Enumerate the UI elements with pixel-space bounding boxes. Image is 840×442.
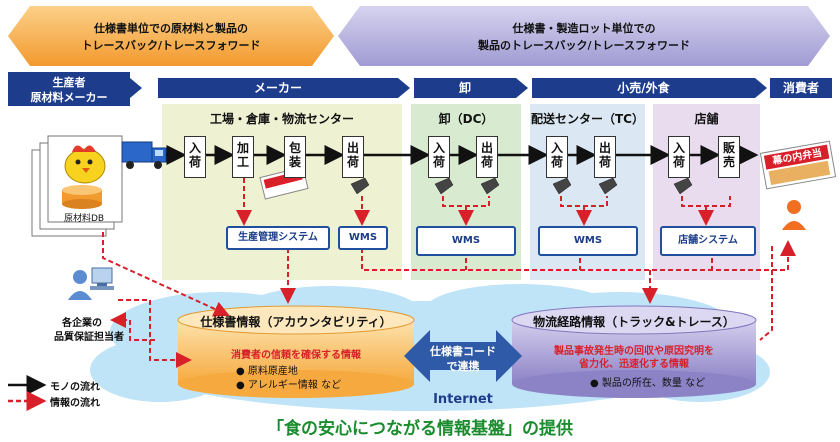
consumer-person-icon: [782, 200, 806, 230]
segment-arrow-retail: [755, 78, 767, 98]
raw-material-db-icon: [62, 185, 102, 209]
system-wms-tc: WMS: [538, 226, 638, 256]
step-store-receive: 入荷: [668, 136, 690, 178]
segment-maker: メーカー: [158, 78, 398, 98]
legend-info-text: 情報の流れ: [50, 398, 100, 409]
step-tc-ship: 出荷: [594, 136, 616, 178]
zone-store-label: 店舗: [694, 112, 719, 126]
legend-goods-text: モノの流れ: [50, 382, 100, 393]
step-store-sell: 販売: [718, 136, 740, 178]
segment-retail: 小売/外食: [532, 78, 755, 98]
right-db-subtitle-line1: 製品事故発生時の回収や原因究明を: [554, 346, 714, 357]
segment-producer-line1: 生産者: [52, 76, 86, 89]
link-label-line1: 仕様書コード: [430, 345, 496, 358]
system-store: 店舗システム: [660, 226, 756, 256]
chick-character-icon: [64, 145, 106, 184]
qa-person-icon: [68, 267, 114, 300]
raw-material-db-label: 原材料DB: [64, 214, 105, 224]
left-db-title: 仕様書情報（アカウンタビリティ）: [200, 315, 392, 329]
banner-left-line1: 仕様書単位での原材料と製品の: [94, 22, 248, 35]
link-label-line2: で連携: [446, 360, 480, 373]
system-production: 生産管理システム: [226, 226, 330, 250]
segment-wholesale: 卸: [414, 78, 516, 98]
link-double-arrow: [404, 330, 522, 382]
system-wms-factory: WMS: [338, 226, 388, 250]
system-wms-dc: WMS: [416, 226, 516, 256]
info-flow-arrows: [102, 178, 796, 368]
right-database: [511, 305, 757, 398]
left-db-bullet2: ● アレルギー情報 など: [236, 380, 342, 391]
left-db-bullet1: ● 原料原産地: [236, 366, 298, 377]
step-factory-ship: 出荷: [342, 136, 364, 178]
banner-right-line1: 仕様書・製造ロット単位での: [512, 22, 656, 35]
step-dc-receive: 入荷: [428, 136, 450, 178]
step-factory-package: 包装: [284, 136, 306, 178]
left-database: [177, 305, 415, 398]
qa-person-label-line2: 品質保証担当者: [54, 332, 124, 343]
zone-factory-label: 工場・倉庫・物流センター: [209, 112, 354, 126]
step-factory-receive: 入荷: [184, 136, 206, 178]
scanner-icon: [350, 177, 693, 195]
step-tc-receive: 入荷: [546, 136, 568, 178]
banner-right-line2: 製品のトレースバック/トレースフォワード: [478, 39, 690, 52]
segment-arrow-producer: [130, 78, 142, 98]
right-db-title: 物流経路情報（トラック&トレース）: [533, 315, 735, 329]
step-factory-process: 加工: [232, 136, 254, 178]
footer-title: 「食の安心につながる情報基盤」の提供: [267, 419, 573, 439]
segment-arrow-maker: [398, 78, 410, 98]
truck-icon: [121, 141, 167, 169]
banner-right-arrow: [338, 6, 830, 66]
zone-tc-label: 配送センター（TC）: [531, 112, 644, 126]
segment-producer-line2: 原材料メーカー: [30, 91, 108, 104]
right-db-subtitle-line2: 省力化、迅速化する情報: [579, 359, 689, 370]
banner-left-line2: トレースバック/トレースフォワード: [81, 39, 261, 52]
banner-left-arrow: [8, 6, 334, 66]
segment-producer: [8, 72, 130, 106]
zone-dc-label: 卸（DC）: [438, 112, 494, 126]
right-db-bullet1: ● 製品の所在、数量 など: [590, 378, 706, 389]
internet-label: Internet: [433, 392, 493, 407]
left-db-subtitle: 消費者の信頼を確保する情報: [231, 350, 361, 361]
qa-person-label-line1: 各企業の: [62, 318, 102, 329]
step-dc-ship: 出荷: [476, 136, 498, 178]
segment-consumer: 消費者: [770, 78, 832, 98]
segment-arrow-wholesale: [516, 78, 528, 98]
food-package-icon: [759, 140, 837, 190]
